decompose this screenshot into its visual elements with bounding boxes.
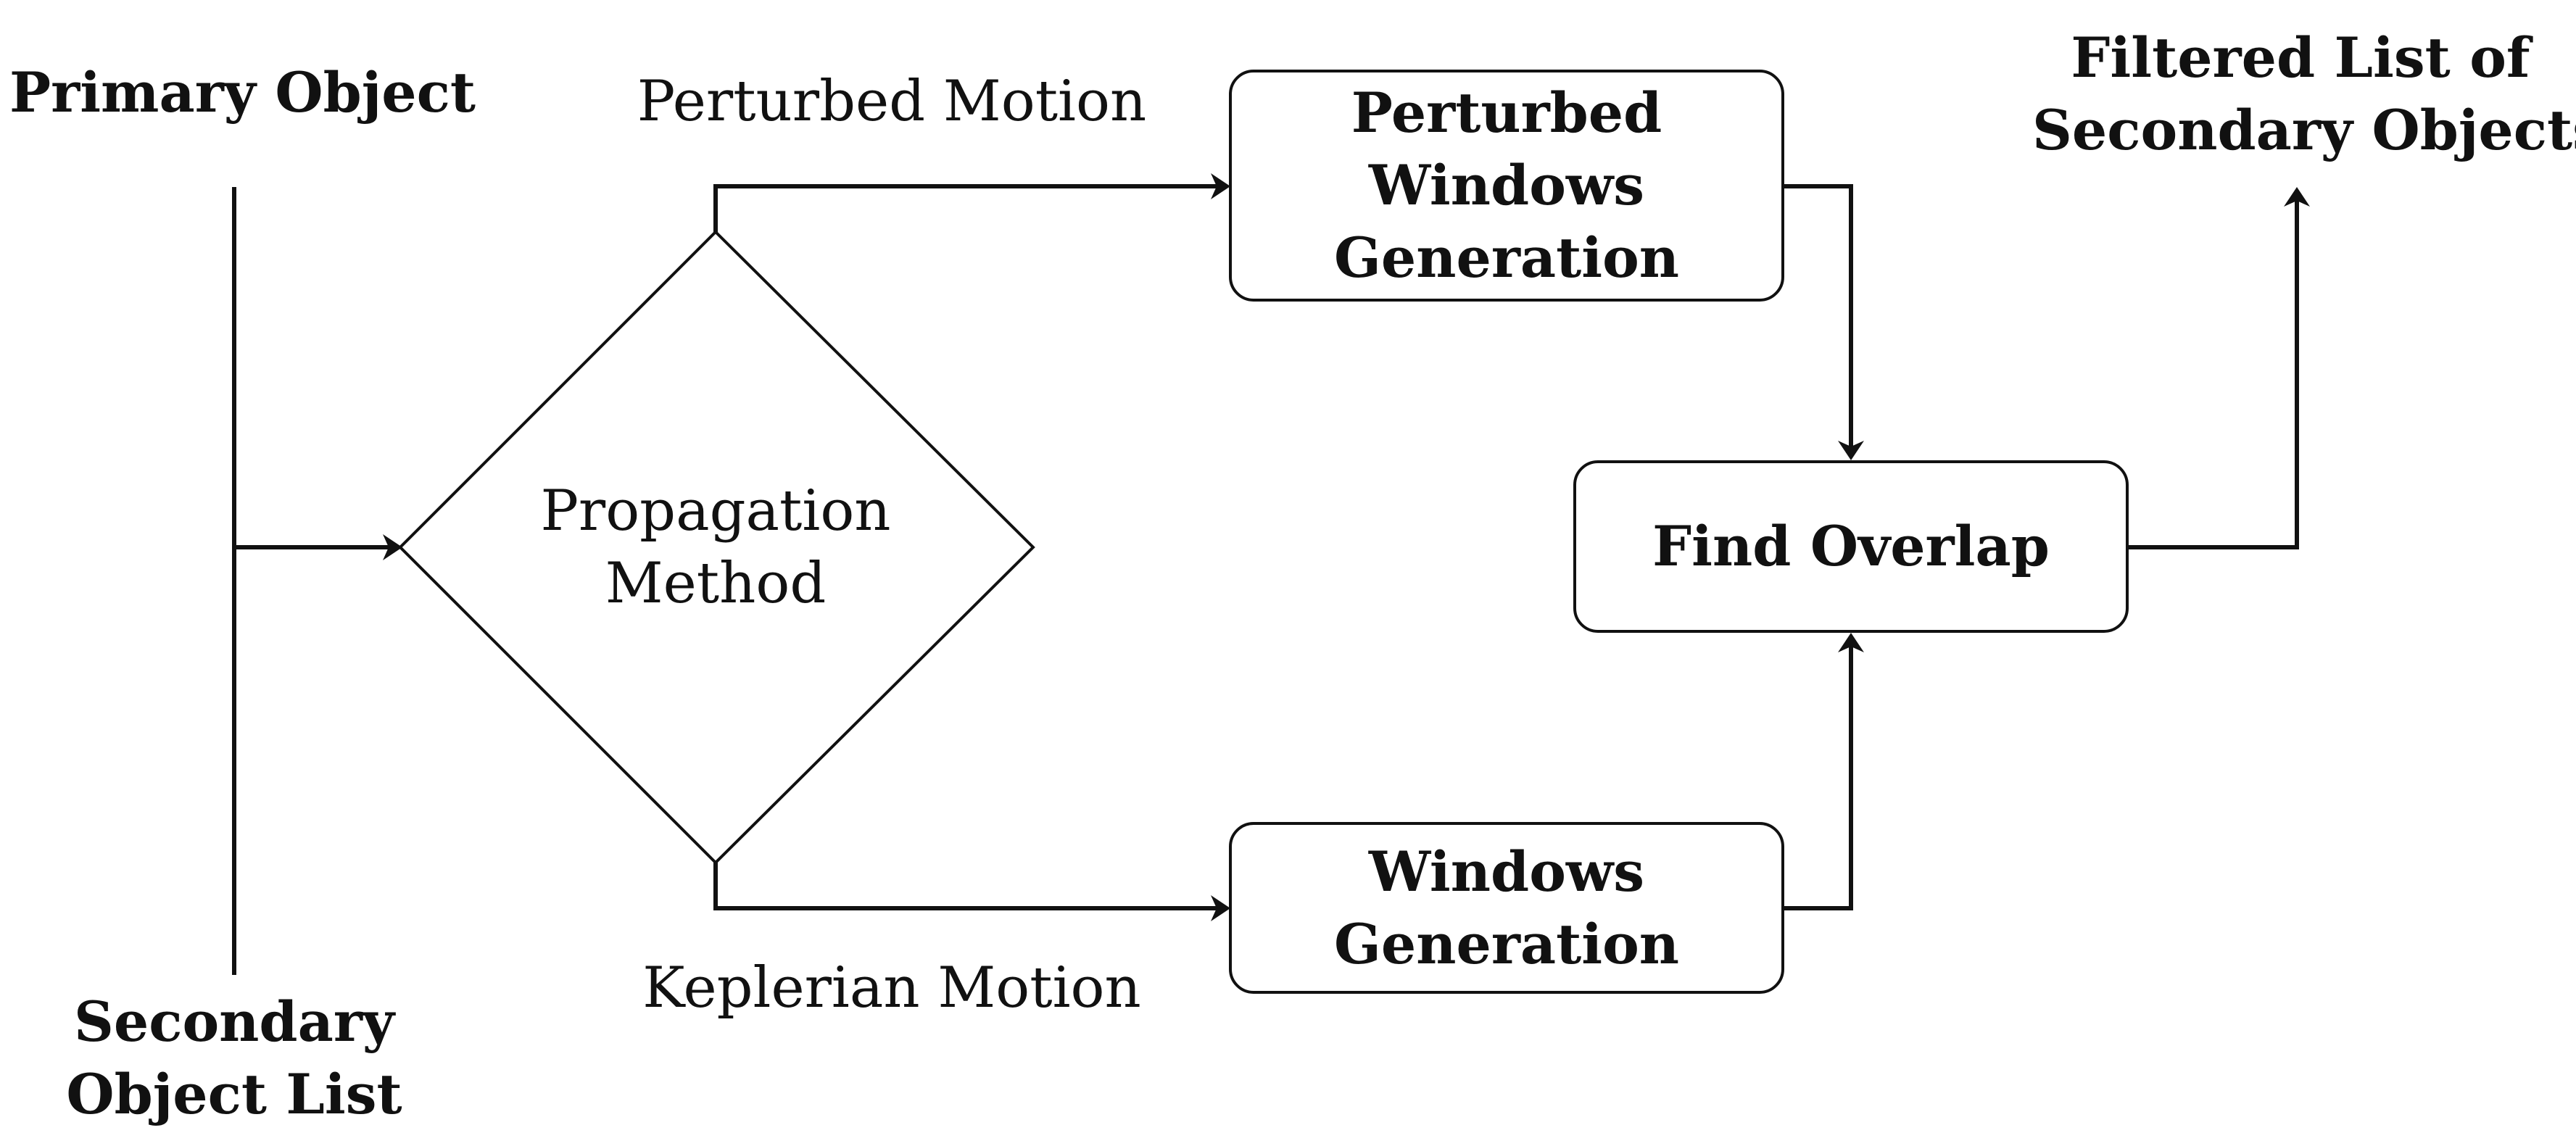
arrowhead-windows-to-overlap [1838,633,1864,652]
perturbed-windows-line1: Perturbed [1351,80,1662,145]
secondary-object-list-line2: Object List [66,1062,402,1126]
arrow-windows-to-overlap [1784,638,1853,910]
filtered-list-output-label: Filtered List of Secondary Objects [2032,22,2576,167]
keplerian-motion-label: Keplerian Motion [642,955,1141,1021]
decision-label-line2: Method [605,551,827,616]
arrowhead-inputs-to-decision [383,534,402,560]
secondary-object-list-line1: Secondary [73,989,395,1054]
perturbed-windows-line2: Windows [1368,153,1645,217]
arrowhead-perturbed-branch [1211,173,1230,199]
perturbed-windows-line3: Generation [1333,225,1680,290]
filtered-list-line2: Secondary Objects [2032,98,2576,162]
primary-object-label: Primary Object [9,60,476,125]
filtered-list-line1: Filtered List of [2071,25,2530,90]
find-overlap-box: Find Overlap [1573,460,2129,633]
arrowhead-overlap-to-output [2284,187,2310,207]
perturbed-windows-generation-box: Perturbed Windows Generation [1229,70,1784,302]
arrow-keplerian-branch [713,863,1225,910]
find-overlap-label: Find Overlap [1652,514,2050,578]
secondary-object-list-label: Secondary Object List [46,986,423,1131]
arrow-overlap-to-output [2128,192,2299,549]
arrow-perturbed-branch [713,184,1225,232]
arrow-perturbed-to-overlap [1784,184,1853,455]
arrowhead-perturbed-to-overlap [1838,441,1864,460]
perturbed-motion-label: Perturbed Motion [637,69,1147,134]
decision-label-line1: Propagation [540,478,891,544]
windows-generation-line2: Generation [1333,911,1680,976]
windows-generation-box: Windows Generation [1229,822,1784,994]
windows-generation-line1: Windows [1368,839,1645,904]
decision-label: Propagation Method [498,475,933,620]
arrowhead-keplerian-branch [1211,895,1230,921]
